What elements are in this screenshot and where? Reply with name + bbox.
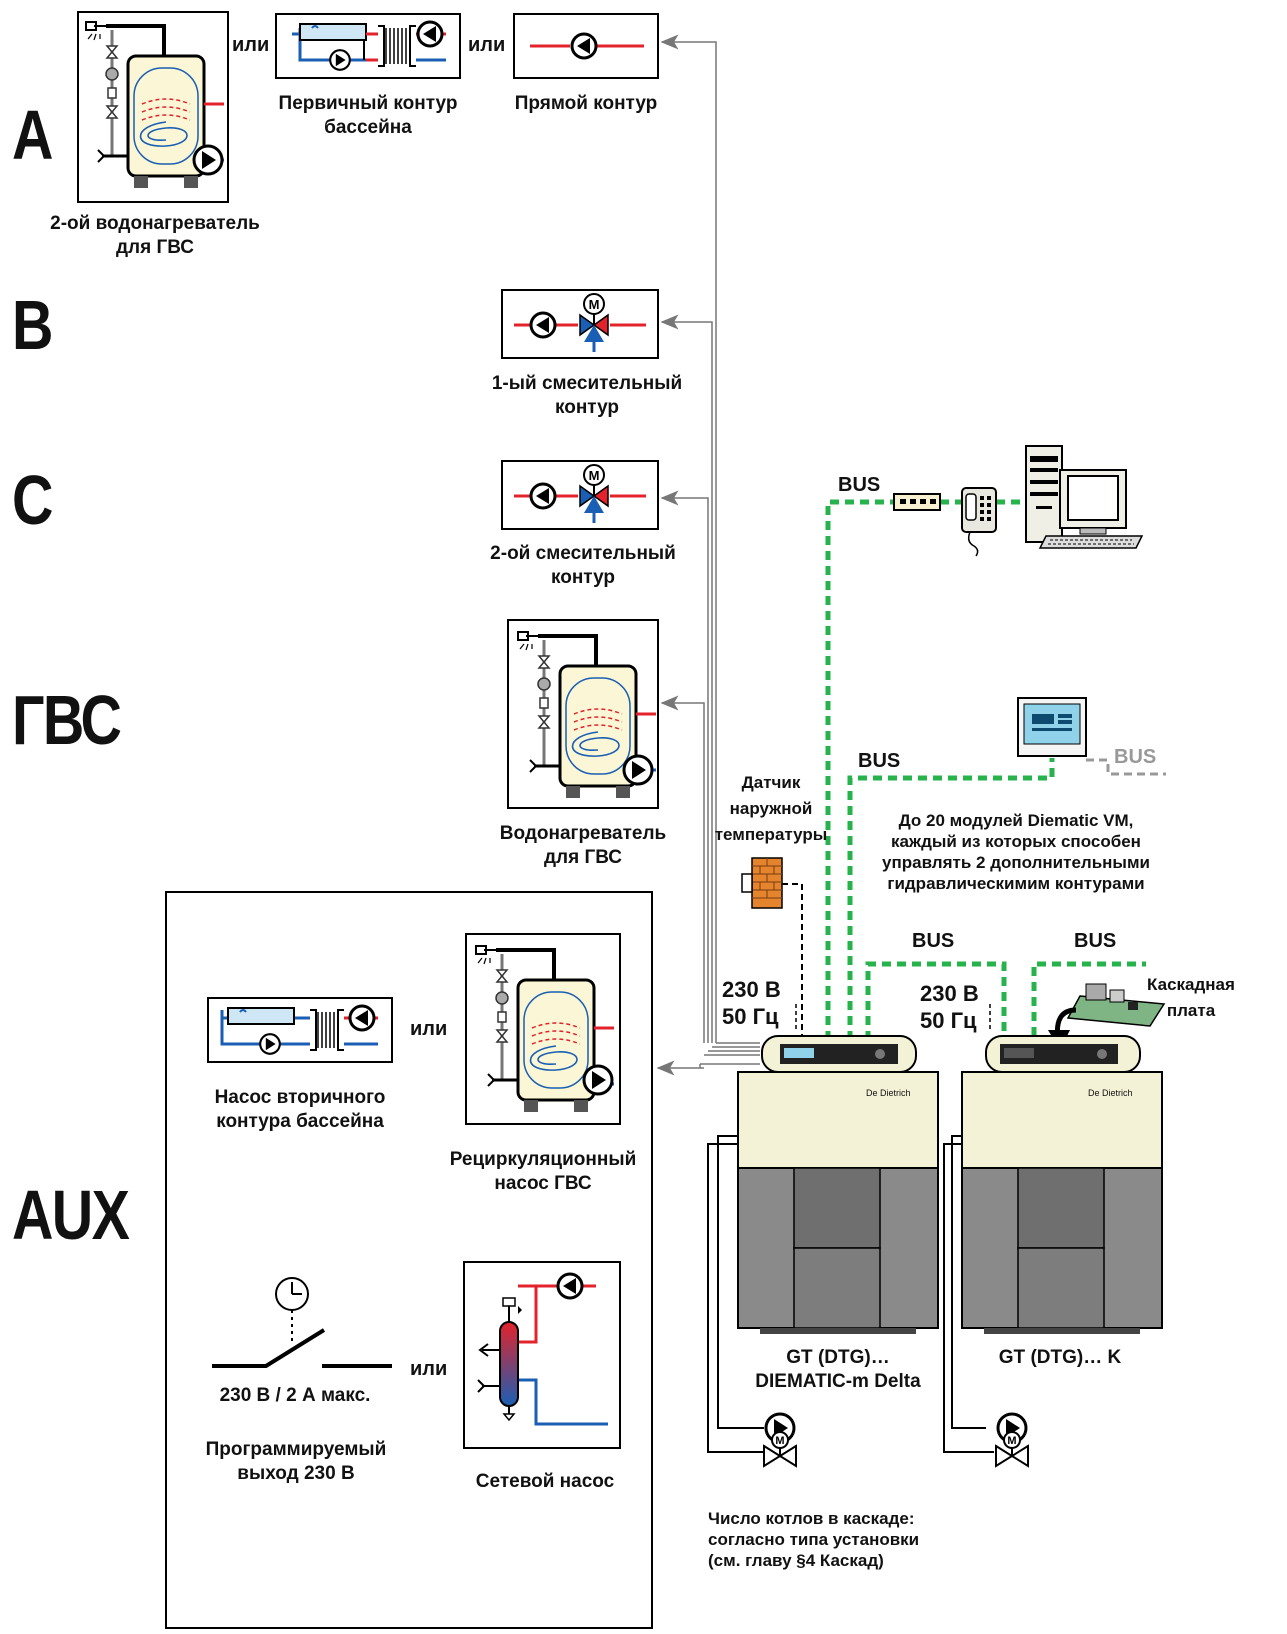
- sensor-cable: [782, 884, 802, 1040]
- cascade-board-label: Каскадная плата: [1136, 972, 1246, 1024]
- bus-label-vm: BUS: [858, 750, 900, 773]
- bus-label-cascade-1: BUS: [912, 930, 954, 953]
- boiler-1-label: GT (DTG)… DIEMATIC-m Delta: [720, 1346, 956, 1394]
- computer-icon: [1026, 446, 1142, 548]
- bus-label-extension: BUS: [1114, 746, 1156, 769]
- mixing-circuit-2-label: 2-ой смесительный контур: [466, 542, 700, 590]
- pool-primary-label: Первичный контур бассейна: [258, 92, 478, 140]
- outdoor-sensor-icon: [742, 858, 782, 908]
- telephone-icon: [962, 488, 996, 556]
- mixing-circuit-1-label: 1-ый смесительный контур: [470, 372, 704, 420]
- mixing-circuit-1-icon: M: [502, 290, 658, 358]
- or-label-3: или: [410, 1018, 447, 1041]
- svg-text:M: M: [1007, 1435, 1016, 1447]
- outdoor-sensor-label: Датчик наружной температуры: [712, 770, 830, 848]
- or-label-4: или: [410, 1358, 447, 1381]
- programmable-switch-icon: [212, 1278, 392, 1366]
- programmable-output-label: Программируемый выход 230 В: [176, 1438, 416, 1486]
- bus-label-pc: BUS: [838, 474, 880, 497]
- boiler-2-label: GT (DTG)… K: [960, 1346, 1160, 1370]
- or-label-2: или: [468, 34, 505, 57]
- power-label-2: 230 В 50 Гц: [920, 980, 979, 1034]
- pool-secondary-label: Насос вторичного контура бассейна: [180, 1086, 420, 1134]
- network-pump-label: Сетевой насос: [440, 1470, 650, 1494]
- output-rating-label: 230 В / 2 А макс.: [190, 1384, 400, 1408]
- power-label-1: 230 В 50 Гц: [722, 976, 781, 1030]
- vm-modules-label: До 20 модулей Diematic VM, каждый из кот…: [866, 810, 1166, 894]
- second-water-heater-label: 2-ой водонагреватель для ГВС: [20, 212, 290, 260]
- cascade-note: Число котлов в каскаде: согласно типа ус…: [708, 1508, 968, 1571]
- boiler-1: [738, 1036, 938, 1334]
- svg-text:M: M: [589, 468, 600, 483]
- recirculation-pump-label: Рециркуляционный насос ГВС: [430, 1148, 656, 1196]
- boiler-2: [962, 1036, 1162, 1334]
- water-heater-label: Водонагреватель для ГВС: [476, 822, 690, 870]
- mixing-circuit-2-icon: M: [502, 461, 658, 529]
- direct-circuit-label: Прямой контур: [494, 92, 678, 116]
- svg-text:M: M: [589, 297, 600, 312]
- or-label-1: или: [232, 34, 269, 57]
- boiler-2-brand: De Dietrich: [1088, 1088, 1133, 1098]
- diematic-vm-module-icon: [1018, 698, 1086, 756]
- boiler-1-brand: De Dietrich: [866, 1088, 911, 1098]
- svg-text:M: M: [775, 1435, 784, 1447]
- pool-secondary-icon: [208, 998, 392, 1062]
- bus-label-cascade-2: BUS: [1074, 930, 1116, 953]
- bus-interface-box-icon: [894, 494, 940, 510]
